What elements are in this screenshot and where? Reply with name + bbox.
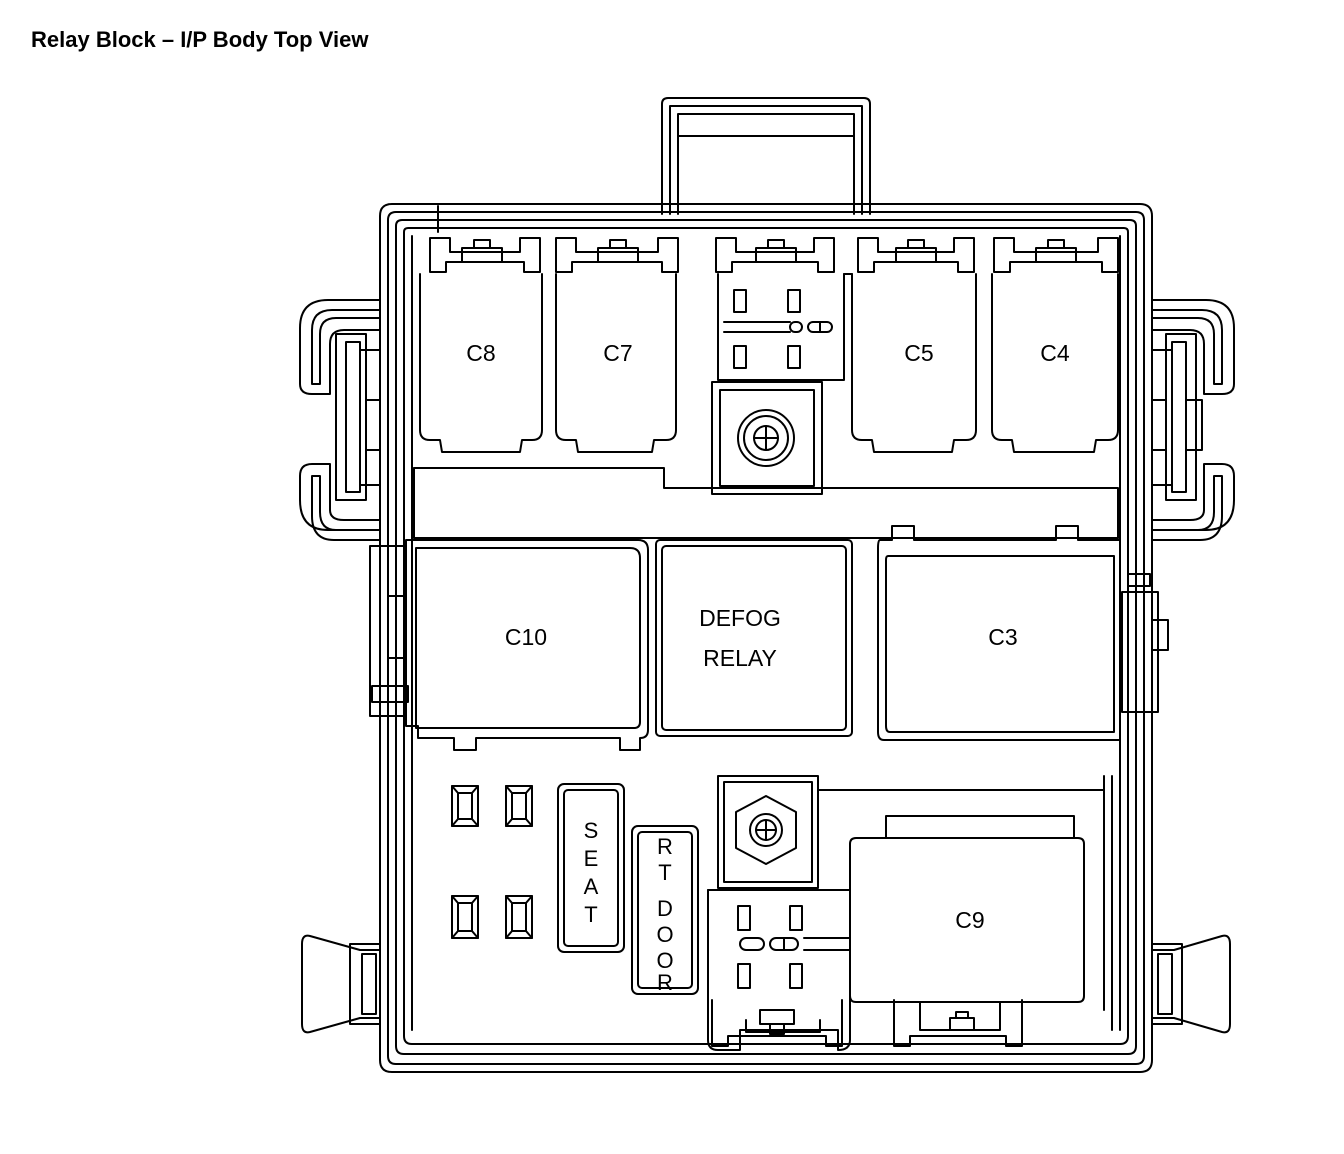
c7-relay [555, 273, 677, 453]
label-c3: C3 [988, 624, 1017, 650]
c10-relay [405, 539, 649, 751]
label-c9: C9 [955, 907, 984, 933]
bottom-stud [717, 775, 1113, 1031]
top-latches [429, 237, 1119, 273]
c9-relay [849, 815, 1085, 1003]
bottom-feet [301, 934, 1231, 1034]
c8-relay [419, 273, 543, 453]
label-seat-s: S [584, 818, 599, 843]
c3-relay [877, 525, 1121, 741]
bottom-latches [711, 999, 1023, 1047]
label-defog-line2: RELAY [703, 645, 777, 671]
housing [379, 203, 1153, 1073]
defog-relay [655, 539, 853, 737]
label-seat-a: A [584, 874, 599, 899]
rt-door-breaker [631, 825, 699, 995]
label-seat-e: E [584, 846, 599, 871]
label-c7: C7 [603, 340, 632, 366]
label-c10: C10 [505, 624, 547, 650]
label-rtdoor-d: D [657, 896, 673, 921]
label-rtdoor-t: T [658, 860, 671, 885]
component-labels: C8 C7 C5 C4 C10 DEFOG RELAY C3 C9 S E A … [466, 340, 1070, 995]
left-side-clips [299, 299, 409, 717]
label-c4: C4 [1040, 340, 1070, 366]
c4-relay [991, 273, 1119, 453]
label-rtdoor-o1: O [656, 922, 673, 947]
page-title: Relay Block – I/P Body Top View [31, 27, 369, 52]
label-defog-line1: DEFOG [699, 605, 781, 631]
top-terminal-block [717, 273, 853, 381]
top-stud [711, 381, 823, 495]
label-seat-t: T [584, 902, 597, 927]
label-c5: C5 [904, 340, 933, 366]
label-rtdoor-o2: O [656, 948, 673, 973]
right-side-clips [1121, 299, 1235, 713]
label-c8: C8 [466, 340, 495, 366]
c5-relay [851, 273, 977, 453]
label-rtdoor-r: R [657, 834, 673, 859]
label-rtdoor-r2: R [657, 970, 673, 995]
center-rib [413, 467, 1119, 539]
bottom-terminal-block [707, 889, 851, 1051]
top-tab [661, 97, 871, 215]
mini-fuse-slots [451, 785, 533, 939]
seat-breaker [557, 783, 625, 953]
